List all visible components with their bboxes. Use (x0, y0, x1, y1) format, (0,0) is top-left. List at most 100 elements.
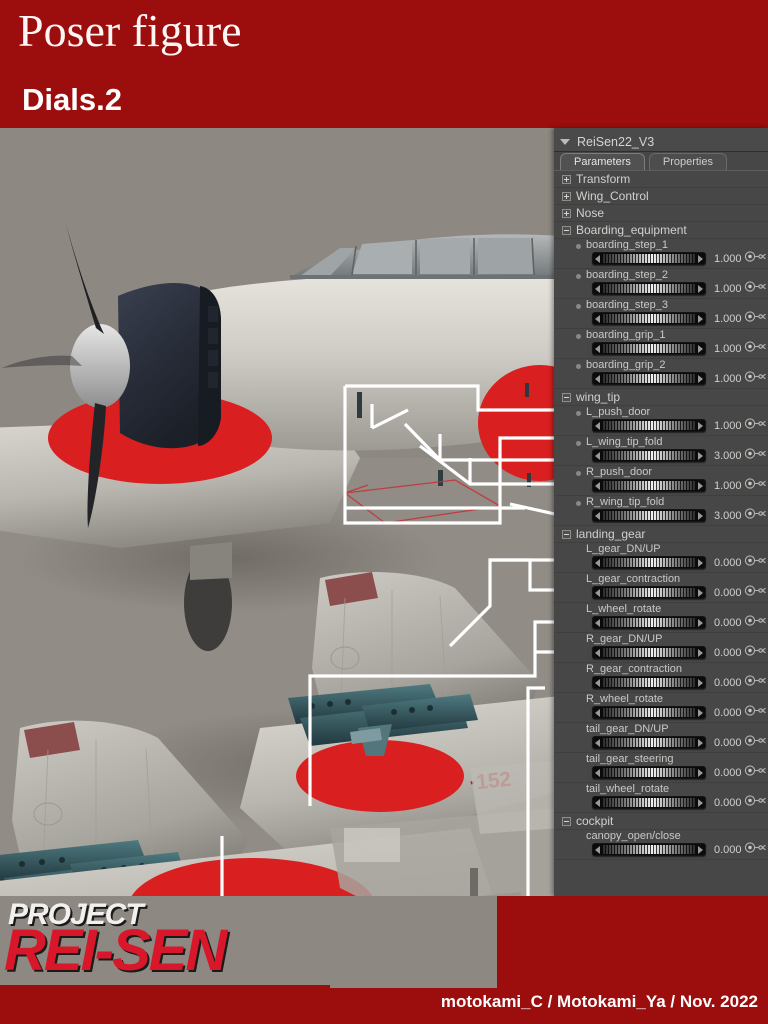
dial-increase-arrow[interactable] (698, 768, 703, 777)
dial-track[interactable] (602, 374, 696, 383)
parameter-dial[interactable] (592, 312, 706, 325)
parameter-dial[interactable] (592, 766, 706, 779)
parameter-dial[interactable] (592, 646, 706, 659)
dial-decrease-arrow[interactable] (595, 481, 600, 490)
parameter-value[interactable]: 1.000 (714, 420, 742, 432)
dial-decrease-arrow[interactable] (595, 254, 600, 263)
dial-increase-arrow[interactable] (698, 421, 703, 430)
keyframe-icon[interactable] (744, 585, 766, 596)
dial-track[interactable] (602, 678, 696, 687)
dial-track[interactable] (602, 798, 696, 807)
parameter-group-landing_gear[interactable]: landing_gear (554, 526, 768, 543)
parameter-dial[interactable] (592, 676, 706, 689)
keyframe-icon[interactable] (744, 508, 766, 519)
dial-track[interactable] (602, 738, 696, 747)
dial-decrease-arrow[interactable] (595, 421, 600, 430)
parameter-value[interactable]: 0.000 (714, 844, 742, 856)
keyframe-icon[interactable] (744, 795, 766, 806)
dial-track[interactable] (602, 558, 696, 567)
keyframe-icon[interactable] (744, 735, 766, 746)
dial-track[interactable] (602, 768, 696, 777)
dial-track[interactable] (602, 511, 696, 520)
dial-decrease-arrow[interactable] (595, 678, 600, 687)
parameter-dial[interactable] (592, 616, 706, 629)
keyframe-icon[interactable] (744, 555, 766, 566)
parameter-value[interactable]: 0.000 (714, 617, 742, 629)
keyframe-icon[interactable] (744, 371, 766, 382)
parameter-dial[interactable] (592, 509, 706, 522)
dial-decrease-arrow[interactable] (595, 284, 600, 293)
dial-decrease-arrow[interactable] (595, 511, 600, 520)
expand-group-icon[interactable] (562, 208, 571, 218)
dial-decrease-arrow[interactable] (595, 738, 600, 747)
dial-increase-arrow[interactable] (698, 648, 703, 657)
keyframe-icon[interactable] (744, 675, 766, 686)
keyframe-icon[interactable] (744, 645, 766, 656)
dial-increase-arrow[interactable] (698, 588, 703, 597)
dial-increase-arrow[interactable] (698, 798, 703, 807)
collapse-group-icon[interactable] (562, 392, 571, 402)
keyframe-icon[interactable] (744, 341, 766, 352)
keyframe-icon[interactable] (744, 705, 766, 716)
dial-decrease-arrow[interactable] (595, 798, 600, 807)
palette-tabstrip[interactable]: Parameters Properties (554, 152, 768, 171)
keyframe-icon[interactable] (744, 765, 766, 776)
dial-increase-arrow[interactable] (698, 451, 703, 460)
parameter-value[interactable]: 0.000 (714, 587, 742, 599)
keyframe-icon[interactable] (744, 448, 766, 459)
parameter-group-boarding_equipment[interactable]: Boarding_equipment (554, 222, 768, 239)
parameter-dial[interactable] (592, 282, 706, 295)
keyframe-icon[interactable] (744, 418, 766, 429)
palette-titlebar[interactable]: ReiSen22_V3 (554, 128, 768, 152)
parameter-dial[interactable] (592, 736, 706, 749)
dial-track[interactable] (602, 421, 696, 430)
parameter-dial[interactable] (592, 706, 706, 719)
parameter-value[interactable]: 1.000 (714, 313, 742, 325)
parameter-group-wing_tip[interactable]: wing_tip (554, 389, 768, 406)
keyframe-icon[interactable] (744, 842, 766, 853)
dial-decrease-arrow[interactable] (595, 558, 600, 567)
dial-track[interactable] (602, 481, 696, 490)
dial-decrease-arrow[interactable] (595, 768, 600, 777)
dial-decrease-arrow[interactable] (595, 314, 600, 323)
dial-increase-arrow[interactable] (698, 374, 703, 383)
dial-increase-arrow[interactable] (698, 314, 703, 323)
parameter-value[interactable]: 1.000 (714, 283, 742, 295)
dial-increase-arrow[interactable] (698, 481, 703, 490)
dial-decrease-arrow[interactable] (595, 451, 600, 460)
collapse-group-icon[interactable] (562, 816, 571, 826)
dial-track[interactable] (602, 708, 696, 717)
parameter-value[interactable]: 0.000 (714, 797, 742, 809)
dial-decrease-arrow[interactable] (595, 374, 600, 383)
parameter-value[interactable]: 0.000 (714, 557, 742, 569)
keyframe-icon[interactable] (744, 478, 766, 489)
parameter-value[interactable]: 0.000 (714, 737, 742, 749)
parameter-value[interactable]: 0.000 (714, 647, 742, 659)
tab-properties[interactable]: Properties (648, 153, 727, 170)
dial-decrease-arrow[interactable] (595, 344, 600, 353)
parameter-dial[interactable] (592, 342, 706, 355)
dial-increase-arrow[interactable] (698, 254, 703, 263)
dial-increase-arrow[interactable] (698, 678, 703, 687)
parameter-group-wing_control[interactable]: Wing_Control (554, 188, 768, 205)
dial-increase-arrow[interactable] (698, 708, 703, 717)
keyframe-icon[interactable] (744, 281, 766, 292)
dial-track[interactable] (602, 284, 696, 293)
parameter-value[interactable]: 0.000 (714, 707, 742, 719)
dial-decrease-arrow[interactable] (595, 845, 600, 854)
dial-track[interactable] (602, 344, 696, 353)
parameter-dial[interactable] (592, 843, 706, 856)
